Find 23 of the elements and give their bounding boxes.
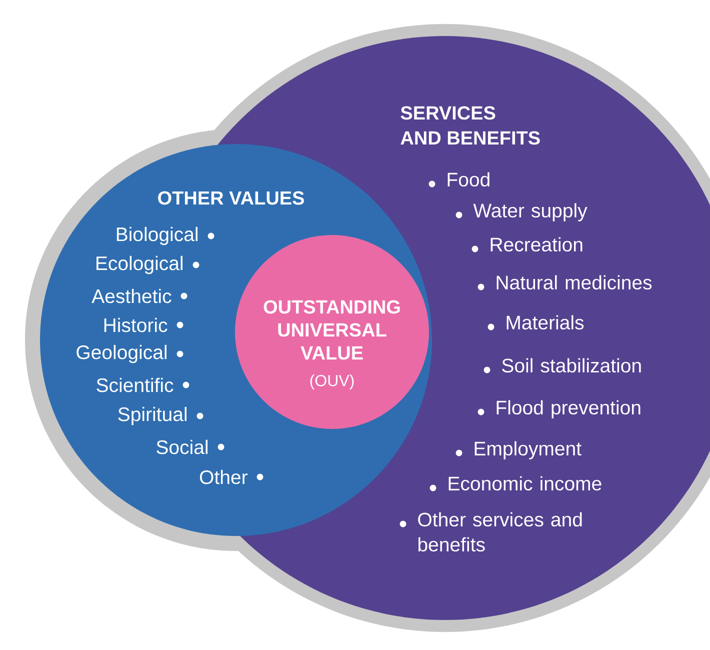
heading: SERVICES AND BENEFITS <box>400 106 540 145</box>
list-item: Ecological <box>96 256 200 274</box>
list-item: Food <box>428 172 490 188</box>
subheading: (OUV) <box>310 374 354 390</box>
list-item: Economic income <box>430 476 602 492</box>
list-item: Soil stabilization <box>484 358 641 374</box>
list-item: Biological <box>116 226 214 246</box>
list-item: Natural medicines <box>478 275 652 290</box>
heading: OTHER VALUES <box>158 191 304 205</box>
list-item: Aesthetic <box>92 288 188 304</box>
list-item: Recreation <box>472 237 582 252</box>
list-item: Geological <box>76 344 184 364</box>
list-item: Other services and benefits <box>400 512 582 552</box>
list-item: Flood prevention <box>478 400 640 418</box>
list-item: Employment <box>456 441 582 460</box>
list-item: Water supply <box>456 203 588 222</box>
list-item: Scientific <box>96 378 190 392</box>
list-item: Social <box>156 440 224 454</box>
list-item: Spiritual <box>118 406 204 426</box>
list-item: Other <box>200 470 264 484</box>
list-item: Materials <box>488 315 584 330</box>
heading: OUTSTANDING UNIVERSAL VALUE <box>264 300 400 360</box>
list-item: Historic <box>104 318 184 332</box>
